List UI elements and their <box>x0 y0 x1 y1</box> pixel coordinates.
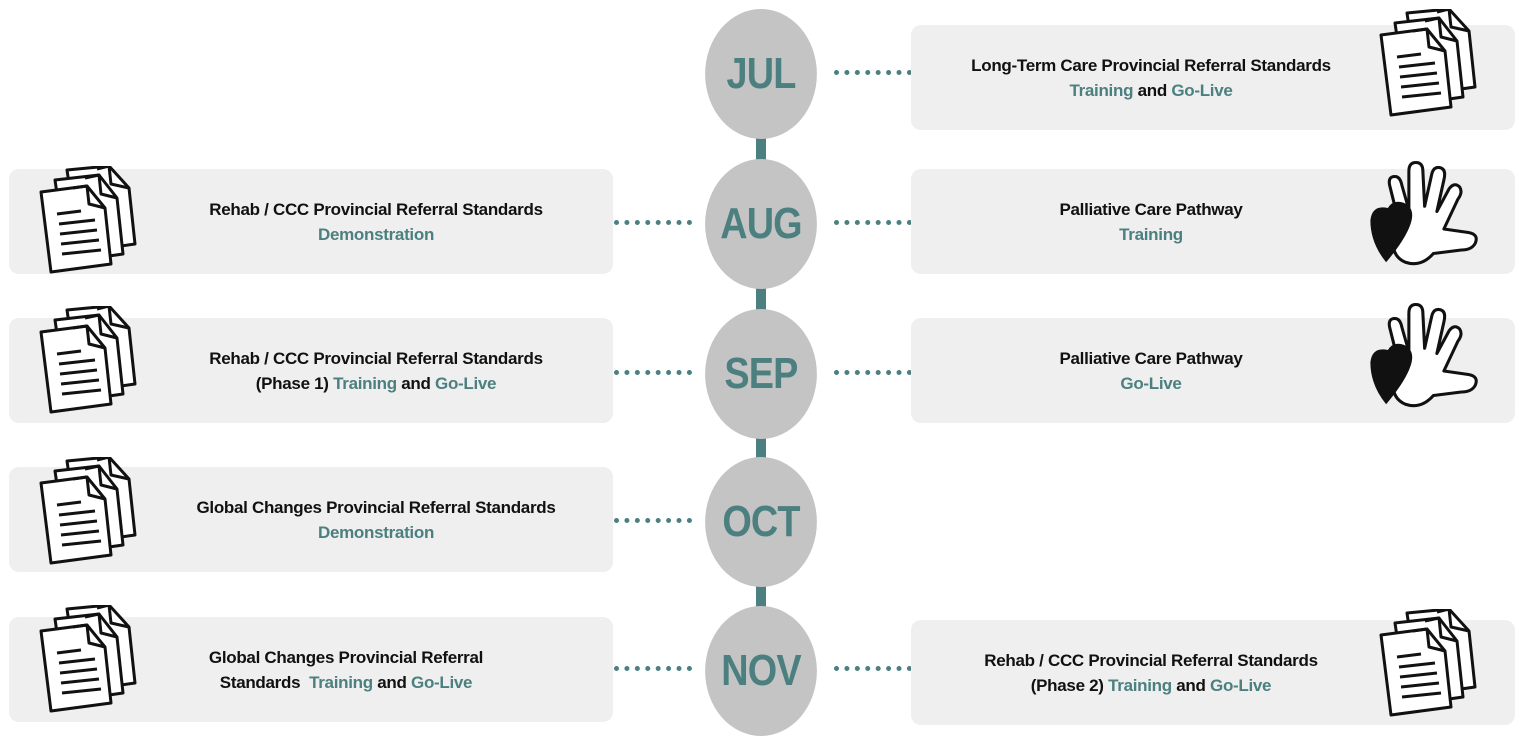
card-aug-right: Palliative Care Pathway Training <box>911 160 1515 274</box>
card-sep-left: Rehab / CCC Provincial Referral Standard… <box>9 306 613 423</box>
card-title: Rehab / CCC Provincial Referral Standard… <box>209 348 543 368</box>
go-live-label: Go-Live <box>435 373 497 393</box>
card-sep-right: Palliative Care Pathway Go-Live <box>911 302 1515 423</box>
card-title: Global Changes Provincial Referral <box>208 647 484 667</box>
documents-icon <box>39 457 137 565</box>
training-label: Training <box>1119 224 1183 244</box>
training-label: Training <box>1108 675 1172 695</box>
month-jul: JUL <box>705 9 817 139</box>
connector-left-oct <box>614 518 692 523</box>
go-live-label: Go-Live <box>1120 373 1182 393</box>
connector-left-nov <box>614 666 692 671</box>
connector-right-jul <box>834 70 912 75</box>
card-nov-left: Global Changes Provincial Referral Stand… <box>9 605 613 722</box>
go-live-label: Go-Live <box>1210 675 1272 695</box>
documents-icon <box>39 306 137 414</box>
training-label: Training <box>1069 80 1134 100</box>
documents-icon <box>39 166 137 274</box>
card-title: Palliative Care Pathway <box>1059 199 1243 219</box>
card-title: Palliative Care Pathway <box>1059 348 1243 368</box>
month-oct: OCT <box>705 457 817 587</box>
phase-label: (Phase 1) <box>255 373 329 393</box>
card-title: Global Changes Provincial Referral Stand… <box>196 497 556 517</box>
go-live-label: Go-Live <box>1171 80 1233 100</box>
card-title: Rehab / CCC Provincial Referral Standard… <box>209 199 543 219</box>
and-label: and <box>377 672 407 692</box>
card-title: Rehab / CCC Provincial Referral Standard… <box>984 650 1318 670</box>
month-sep: SEP <box>705 309 817 439</box>
and-label: and <box>1137 80 1168 100</box>
month-aug: AUG <box>705 159 817 289</box>
documents-icon <box>1379 9 1477 117</box>
connector-right-nov <box>834 666 912 671</box>
connector-right-sep <box>834 370 912 375</box>
card-nov-right: Rehab / CCC Provincial Referral Standard… <box>911 609 1515 725</box>
card-oct-left: Global Changes Provincial Referral Stand… <box>9 457 613 572</box>
connector-left-aug <box>614 220 692 225</box>
documents-icon <box>39 605 137 713</box>
training-label: Training <box>309 672 373 692</box>
hand-heart-icon <box>1368 302 1478 408</box>
connector-right-aug <box>834 220 912 225</box>
hand-heart-icon <box>1368 160 1478 266</box>
standards-label: Standards <box>219 672 301 692</box>
demonstration-label: Demonstration <box>317 224 435 244</box>
and-label: and <box>401 373 431 393</box>
month-nov: NOV <box>705 606 817 736</box>
card-aug-left: Rehab / CCC Provincial Referral Standard… <box>9 166 613 274</box>
go-live-label: Go-Live <box>411 672 473 692</box>
card-jul-right: Long-Term Care Provincial Referral Stand… <box>911 9 1515 130</box>
demonstration-label: Demonstration <box>317 522 435 542</box>
training-label: Training <box>333 373 397 393</box>
and-label: and <box>1176 675 1206 695</box>
connector-left-sep <box>614 370 692 375</box>
phase-label: (Phase 2) <box>1030 675 1104 695</box>
card-title: Long-Term Care Provincial Referral Stand… <box>971 55 1331 75</box>
documents-icon <box>1379 609 1477 717</box>
